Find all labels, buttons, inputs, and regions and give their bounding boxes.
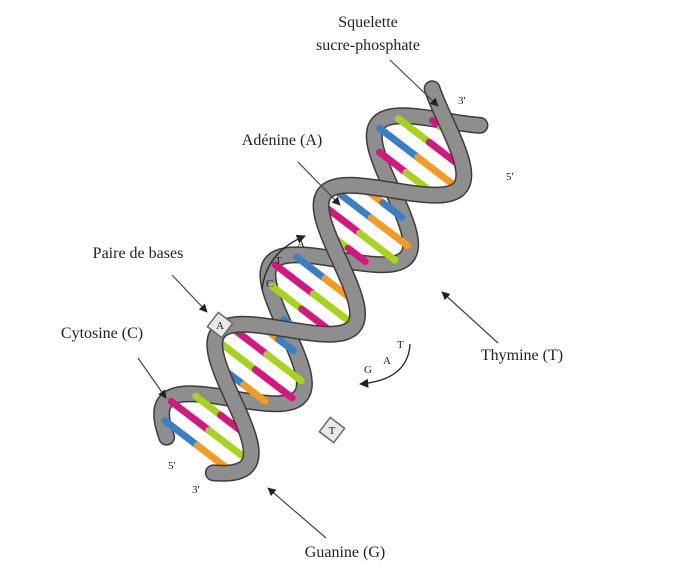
base-A bbox=[356, 229, 399, 264]
base-G bbox=[240, 381, 269, 405]
double-helix bbox=[153, 80, 489, 482]
label-cytosine: Cytosine (C) bbox=[61, 325, 143, 342]
base-A bbox=[263, 350, 305, 385]
callout-arrow bbox=[267, 487, 327, 539]
rotation-letter: T bbox=[275, 255, 282, 267]
end-label-top-3: 3' bbox=[458, 95, 466, 107]
callout-arrow bbox=[171, 274, 208, 313]
base-C bbox=[376, 124, 422, 161]
base-A bbox=[268, 282, 306, 313]
rotation-arrow-upper bbox=[261, 234, 306, 291]
label-backbone: sucre-phosphate bbox=[316, 37, 420, 54]
base-C bbox=[379, 199, 406, 221]
box-letter-a: A bbox=[216, 320, 224, 332]
base-A bbox=[394, 115, 433, 146]
backbone-strand-front bbox=[204, 80, 473, 482]
label-base-pair: Paire de bases bbox=[93, 245, 184, 262]
rotation-arrow-lower bbox=[359, 343, 411, 388]
callout-arrow bbox=[137, 357, 167, 399]
callout-arrow bbox=[441, 291, 499, 344]
base-pair-box-right: T bbox=[318, 416, 346, 444]
label-adenine: Adénine (A) bbox=[242, 132, 322, 149]
base-C bbox=[331, 186, 375, 222]
base-C bbox=[274, 335, 297, 355]
base-A bbox=[309, 290, 355, 327]
base-T bbox=[271, 261, 317, 298]
base-A bbox=[205, 426, 251, 463]
label-guanine: Guanine (G) bbox=[305, 544, 385, 561]
base-T bbox=[167, 397, 213, 434]
base-pair-box-left: A bbox=[206, 311, 234, 339]
base-C bbox=[161, 417, 201, 449]
base-T bbox=[344, 244, 369, 265]
rotation-letter: T bbox=[397, 339, 404, 351]
callout-arrow bbox=[297, 161, 341, 206]
sugar-phosphate-backbone bbox=[206, 81, 471, 481]
base-G bbox=[367, 214, 411, 250]
base-T bbox=[375, 148, 410, 176]
base-T bbox=[320, 202, 364, 237]
rotation-letter: A bbox=[383, 355, 391, 367]
box-letter-t: T bbox=[329, 425, 336, 437]
base-pairs bbox=[161, 115, 464, 474]
rotation-letter: C bbox=[266, 278, 273, 290]
end-label-top-5: 5' bbox=[506, 171, 514, 183]
base-T bbox=[251, 366, 296, 402]
base-A bbox=[192, 392, 224, 419]
end-label-bottom-3: 3' bbox=[192, 484, 200, 496]
base-G bbox=[414, 153, 460, 190]
rotation-letter: G bbox=[364, 364, 372, 376]
rotation-letter: A bbox=[297, 238, 305, 250]
base-A bbox=[214, 337, 259, 374]
base-C bbox=[293, 253, 329, 283]
label-thymine: Thymine (T) bbox=[481, 347, 563, 364]
callout-arrow bbox=[389, 59, 439, 107]
label-backbone: Squelette bbox=[338, 14, 398, 31]
end-label-bottom-5: 5' bbox=[168, 460, 176, 472]
